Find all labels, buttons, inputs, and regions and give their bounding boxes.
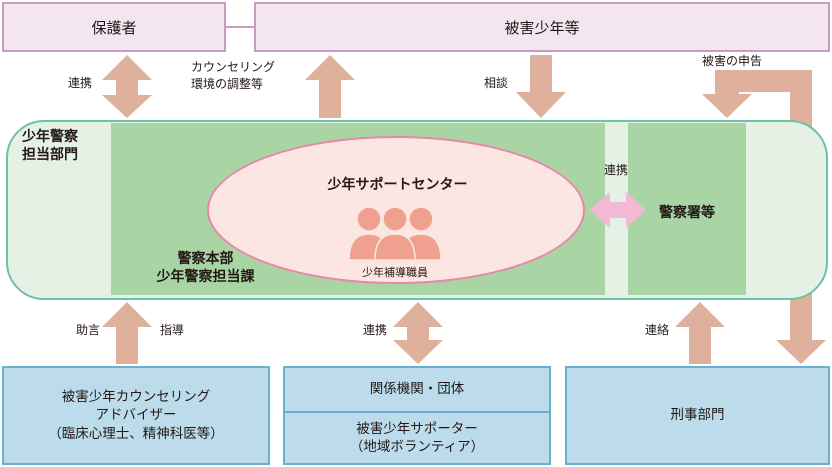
top-connector-line [226,26,254,28]
counseling-advisor-line1: 被害少年カウンセリング [61,389,211,406]
consultation-down-arrow [516,55,566,118]
guardian-double-arrow [102,55,152,118]
juvenile-police-dept-line1: 少年警察 [22,129,78,145]
liaison-left-label: 連携 [68,76,93,90]
police-station-label: 警察署等 [659,205,715,221]
related-orgs-box: 関係機関・団体 [283,366,551,413]
related-orgs-label: 関係機関・団体 [369,381,465,398]
criminal-dept-box: 刑事部門 [565,366,830,465]
police-station-area [628,123,746,295]
liaison-center-label: 連携 [363,323,388,337]
juvenile-police-dept-title: 少年警察 担当部門 [22,128,78,164]
juvenile-police-dept-line2: 担当部門 [22,147,78,164]
victim-label: 被害少年等 [504,18,580,37]
guidance-label: 指導 [160,323,185,337]
damage-report-arrow [702,70,812,118]
people-icon [348,206,442,261]
criminal-dept-label: 刑事部門 [670,407,725,424]
damage-report-label: 被害の申告 [702,54,763,68]
liaison-pink-arrow [590,192,646,228]
center-double-arrow [393,302,443,364]
liaison-inner-label: 連携 [604,163,629,177]
environment-label: 環境の調整等 [191,77,264,91]
police-hq-title: 警察本部 少年警察担当課 [113,250,298,286]
staff-label: 少年補導職員 [362,266,428,279]
counseling-advisor-line2: アドバイザー [95,407,177,424]
consultation-label: 相談 [484,76,509,90]
guardian-box: 保護者 [2,2,226,52]
counseling-advisor-box: 被害少年カウンセリング アドバイザー （臨床心理士、精神科医等） [2,366,270,465]
counseling-up-arrow [305,55,355,118]
police-hq-line2: 少年警察担当課 [156,269,255,286]
support-center-title: 少年サポートセンター [327,177,468,193]
supporter-line2: （地域ボランティア） [349,439,485,455]
counseling-advisor-line3: （臨床心理士、精神科医等） [48,425,224,442]
supporter-box: 被害少年サポーター （地域ボランティア） [283,411,551,465]
police-hq-line1: 警察本部 [177,251,234,267]
contact-label: 連絡 [645,323,670,337]
counseling-label: カウンセリング [191,60,276,74]
guardian-label: 保護者 [91,18,137,37]
supporter-line1: 被害少年サポーター [356,420,478,437]
advice-label: 助言 [76,323,101,337]
advice-up-arrow [102,302,152,364]
contact-up-arrow [675,302,725,364]
victim-box: 被害少年等 [254,2,830,52]
